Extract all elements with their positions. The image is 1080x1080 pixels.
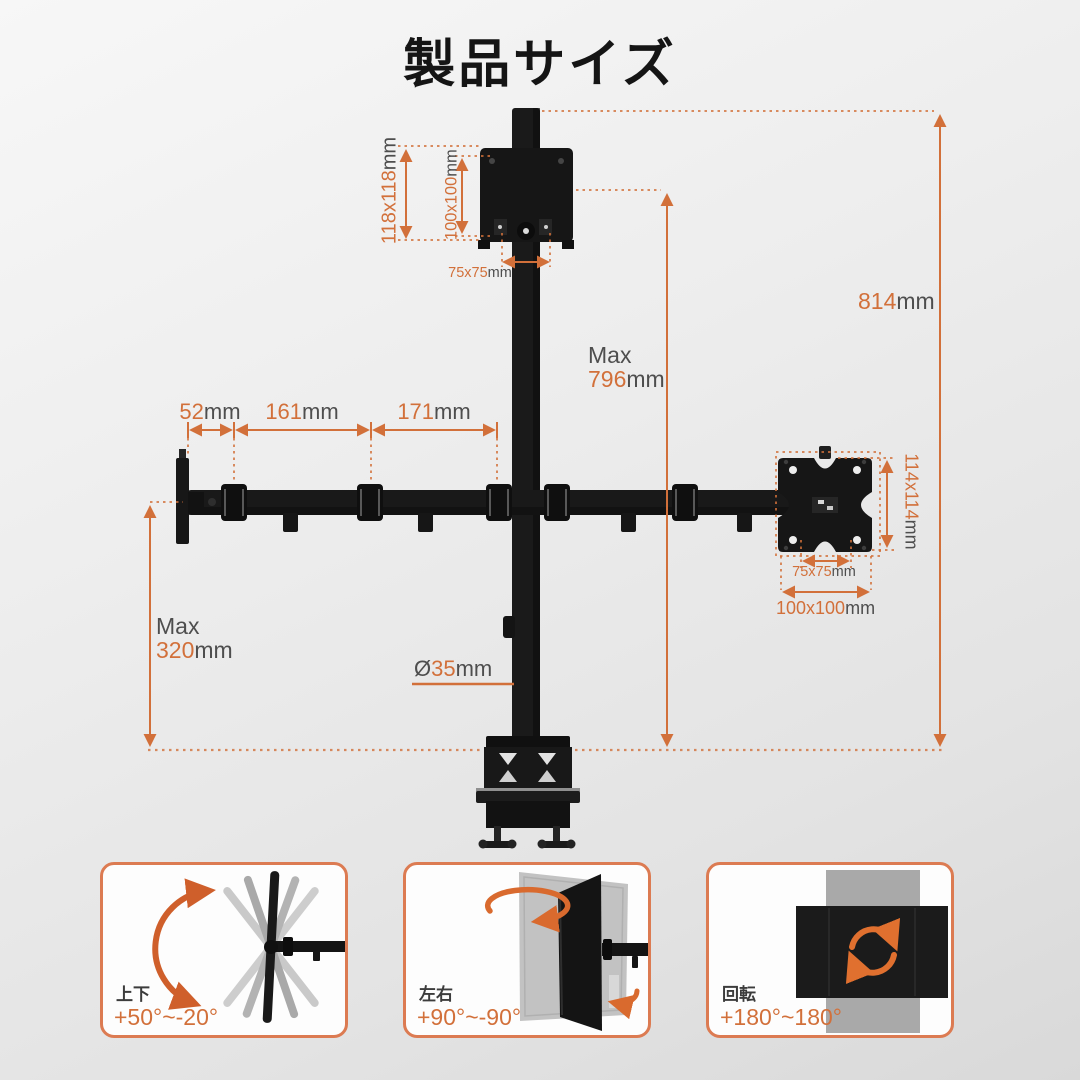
page-title: 製品サイズ — [403, 36, 677, 94]
dim-right-plate-small: 75x75mm — [792, 564, 856, 580]
monitor-arm — [186, 484, 796, 532]
rotate-arrows-icon — [845, 917, 901, 985]
dim-pole-diameter: Ø35mm — [414, 656, 493, 681]
feature-tilt-range: +50°~-20° — [114, 1004, 219, 1030]
feature-rotate-range: +180°~180° — [720, 1004, 843, 1030]
dimension-lines — [143, 110, 947, 747]
tilt-arrow-icon — [152, 878, 216, 1010]
arm-stub — [264, 937, 345, 961]
dim-top-plate-outer: 118x118mm — [378, 136, 401, 245]
dim-arm-seg1: 52mm — [179, 399, 241, 424]
dim-below-arm-max: Max 320mm — [156, 613, 233, 664]
feature-tilt-label: 上下 — [116, 985, 150, 1004]
dim-total-height: 814mm — [858, 288, 935, 314]
dim-arm-seg3: 171mm — [397, 399, 471, 424]
feature-swivel-label: 左右 — [419, 985, 453, 1004]
right-vesa-plate — [778, 446, 872, 552]
dim-right-plate-outer: 114x114mm — [901, 453, 922, 550]
dim-top-plate-vesa: 100x100mm — [442, 149, 461, 241]
feature-panel-rotate: 回転 +180°~180° — [706, 862, 954, 1038]
feature-panel-swivel: 左右 +90°~-90° — [403, 862, 651, 1038]
swivel-illustration — [484, 872, 648, 1031]
feature-panel-tilt: 上下 +50°~-20° — [100, 862, 348, 1038]
dim-arm-seg2: 161mm — [265, 399, 339, 424]
arm-stub — [602, 939, 648, 968]
landscape-monitor — [796, 906, 948, 998]
dim-right-plate-vesa: 100x100mm — [776, 598, 876, 618]
feature-rotate-label: 回転 — [722, 985, 756, 1004]
monitor-arm-diagram — [143, 108, 947, 849]
feature-swivel-range: +90°~-90° — [417, 1004, 522, 1030]
dim-top-plate-small: 75x75mm — [448, 265, 512, 281]
rotate-illustration — [796, 870, 948, 1033]
swivel-arrow-left-icon — [484, 886, 571, 933]
desk-clamp — [476, 736, 580, 849]
top-vesa-plate — [478, 148, 574, 249]
dim-pole-max-height: Max 796mm — [588, 342, 665, 393]
swivel-arrow-right-icon — [607, 988, 640, 1020]
tilt-illustration — [152, 871, 345, 1023]
